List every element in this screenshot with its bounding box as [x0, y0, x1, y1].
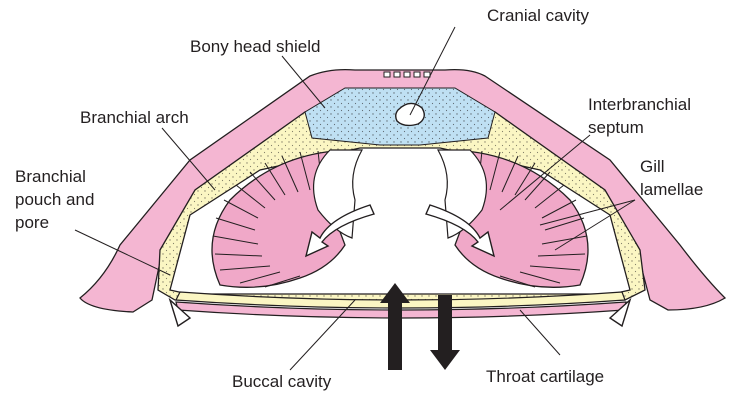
buccal-cavity-label: Buccal cavity — [232, 372, 331, 392]
interbranchial-septum-label-line1: Interbranchial — [588, 95, 691, 115]
branchial-pouch-label-line1: Branchial — [15, 167, 86, 187]
gill-lamellae-label-line2: lamellae — [640, 180, 703, 200]
branchial-pouch-label-line2: pouch and — [15, 190, 94, 210]
branchial-pouch-label-line3: pore — [15, 213, 49, 233]
branchial-arch-label: Branchial arch — [80, 108, 189, 128]
bony-head-shield-label: Bony head shield — [190, 37, 320, 57]
interbranchial-septum-label-line2: septum — [588, 118, 644, 138]
gill-lamellae-label-line1: Gill — [640, 157, 665, 177]
cranial-cavity-label: Cranial cavity — [487, 6, 589, 26]
throat-cartilage-label: Throat cartilage — [486, 367, 604, 387]
